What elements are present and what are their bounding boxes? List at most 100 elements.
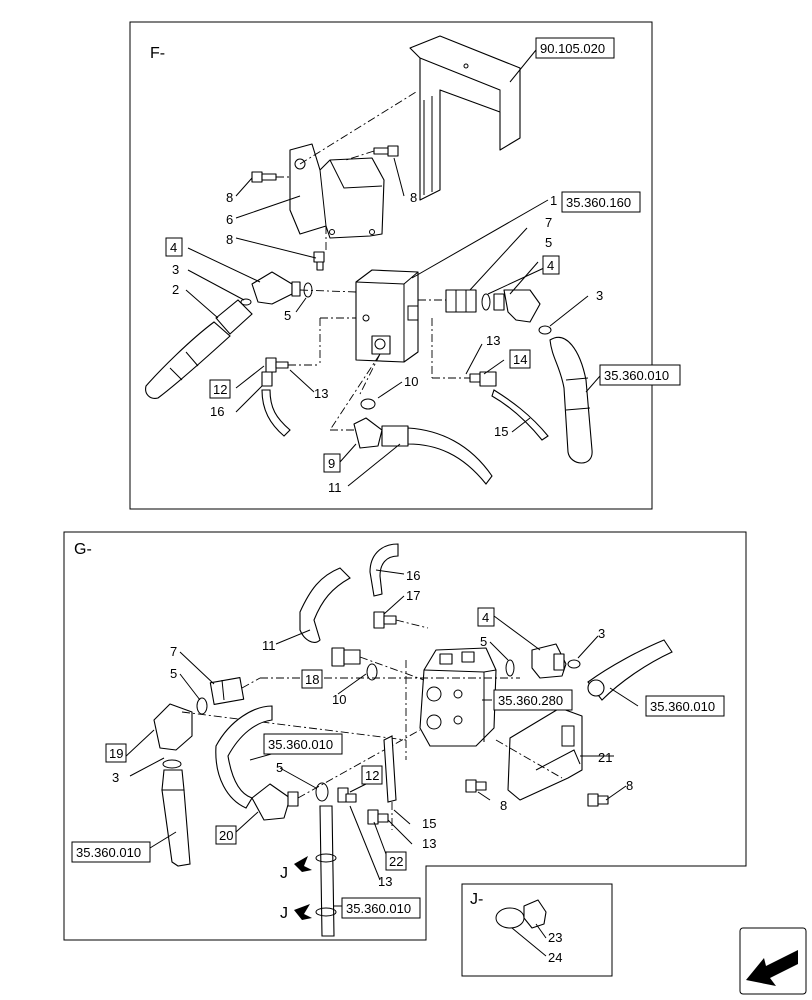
o-ring bbox=[495, 907, 525, 929]
callout[interactable]: 1 bbox=[550, 193, 557, 208]
ref-hose[interactable]: 35.360.010 bbox=[268, 737, 333, 752]
navigation-arrow-button[interactable] bbox=[739, 927, 807, 995]
callout[interactable]: 11 bbox=[328, 480, 342, 495]
callout[interactable]: 19 bbox=[109, 746, 123, 761]
callout[interactable]: 16 bbox=[406, 568, 420, 583]
callout[interactable]: 13 bbox=[378, 874, 392, 889]
ref-box-hose[interactable] bbox=[599, 364, 681, 386]
callout[interactable]: 6 bbox=[226, 212, 233, 227]
callout[interactable]: 17 bbox=[406, 588, 420, 603]
callout[interactable]: 10 bbox=[404, 374, 418, 389]
callout[interactable]: 13 bbox=[486, 333, 500, 348]
elbow-fitting bbox=[353, 417, 409, 449]
panel-j: J- 23 24 bbox=[461, 883, 613, 977]
callout[interactable]: 8 bbox=[226, 190, 233, 205]
mounting-bracket bbox=[507, 707, 583, 801]
callout[interactable]: 8 bbox=[410, 190, 417, 205]
arrow-icon bbox=[294, 904, 312, 920]
callout[interactable]: 13 bbox=[422, 836, 436, 851]
callout[interactable]: 7 bbox=[170, 644, 177, 659]
bolt bbox=[251, 171, 277, 183]
callout[interactable]: 13 bbox=[314, 386, 328, 401]
callout[interactable]: 5 bbox=[170, 666, 177, 681]
callout[interactable]: 15 bbox=[494, 424, 508, 439]
ref-hose[interactable]: 35.360.010 bbox=[76, 845, 141, 860]
callout[interactable]: 20 bbox=[219, 828, 233, 843]
panel-j-frame bbox=[461, 883, 613, 977]
callout-box bbox=[385, 851, 407, 871]
hose-clip bbox=[315, 853, 337, 863]
callout[interactable]: 12 bbox=[213, 382, 227, 397]
elbow-fitting bbox=[493, 289, 541, 323]
ref-hose[interactable]: 35.360.010 bbox=[604, 368, 669, 383]
ref-hose[interactable]: 35.360.010 bbox=[650, 699, 715, 714]
callout[interactable]: 9 bbox=[328, 456, 335, 471]
callout-box bbox=[323, 453, 341, 473]
ref-box-valve[interactable] bbox=[493, 689, 573, 711]
o-ring bbox=[162, 759, 182, 769]
callout[interactable]: 5 bbox=[545, 235, 552, 250]
o-ring bbox=[315, 782, 329, 802]
callout[interactable]: 8 bbox=[226, 232, 233, 247]
bolt bbox=[465, 779, 487, 793]
callout-box bbox=[361, 765, 383, 785]
callout[interactable]: 11 bbox=[262, 638, 276, 653]
callout[interactable]: 3 bbox=[112, 770, 119, 785]
callout[interactable]: 4 bbox=[547, 258, 554, 273]
callout[interactable]: 12 bbox=[365, 768, 379, 783]
callout[interactable]: 7 bbox=[545, 215, 552, 230]
callout[interactable]: 14 bbox=[513, 352, 527, 367]
o-ring bbox=[196, 697, 208, 715]
hydraulic-hose bbox=[215, 705, 273, 809]
callout[interactable]: 16 bbox=[210, 404, 224, 419]
callout[interactable]: 3 bbox=[596, 288, 603, 303]
callout[interactable]: 2 bbox=[172, 282, 179, 297]
panel-j-title: J- bbox=[470, 891, 483, 908]
ref-box-hose[interactable] bbox=[71, 841, 151, 863]
hydraulic-hose bbox=[319, 805, 335, 937]
callout[interactable]: 22 bbox=[389, 854, 403, 869]
small-hose bbox=[383, 735, 397, 803]
ref-box-valve[interactable] bbox=[561, 191, 641, 213]
callout-box bbox=[509, 349, 531, 369]
callout[interactable]: 3 bbox=[172, 262, 179, 277]
callout[interactable]: 3 bbox=[598, 626, 605, 641]
ref-box-hose[interactable] bbox=[645, 695, 725, 717]
ref-box-hose[interactable] bbox=[341, 897, 421, 919]
callout[interactable]: 18 bbox=[305, 672, 319, 687]
callout[interactable]: 4 bbox=[170, 240, 177, 255]
ref-hose[interactable]: 35.360.010 bbox=[346, 901, 411, 916]
callout[interactable]: 5 bbox=[284, 308, 291, 323]
callout[interactable]: 24 bbox=[548, 950, 562, 965]
o-ring bbox=[538, 325, 552, 335]
callout[interactable]: 5 bbox=[276, 760, 283, 775]
hydraulic-hose bbox=[299, 567, 351, 643]
hydraulic-hose bbox=[549, 337, 593, 464]
callout-box bbox=[301, 669, 323, 689]
callout[interactable]: 8 bbox=[626, 778, 633, 793]
callout[interactable]: 15 bbox=[422, 816, 436, 831]
ref-valve[interactable]: 35.360.160 bbox=[566, 195, 631, 210]
control-valve bbox=[419, 647, 497, 747]
callout[interactable]: 21 bbox=[598, 750, 612, 765]
callout[interactable]: J bbox=[280, 865, 288, 882]
ref-frame[interactable]: 90.105.020 bbox=[540, 41, 605, 56]
ref-valve[interactable]: 35.360.280 bbox=[498, 693, 563, 708]
ref-box-hose[interactable] bbox=[263, 733, 343, 755]
elbow-fitting bbox=[531, 643, 567, 679]
o-ring bbox=[505, 659, 515, 677]
panel-g-title: G- bbox=[74, 541, 92, 558]
hose-clip bbox=[315, 907, 337, 917]
callout[interactable]: 4 bbox=[482, 610, 489, 625]
callout[interactable]: 10 bbox=[332, 692, 346, 707]
tractor-frame bbox=[409, 35, 521, 201]
hydraulic-hose bbox=[161, 769, 191, 867]
ref-box-frame[interactable] bbox=[535, 37, 615, 59]
callout-box bbox=[105, 743, 127, 763]
callout[interactable]: 23 bbox=[548, 930, 562, 945]
callout[interactable]: 8 bbox=[500, 798, 507, 813]
callout[interactable]: 5 bbox=[480, 634, 487, 649]
callout[interactable]: J bbox=[280, 905, 288, 922]
small-hose bbox=[261, 389, 291, 437]
adapter-fitting bbox=[445, 289, 477, 313]
